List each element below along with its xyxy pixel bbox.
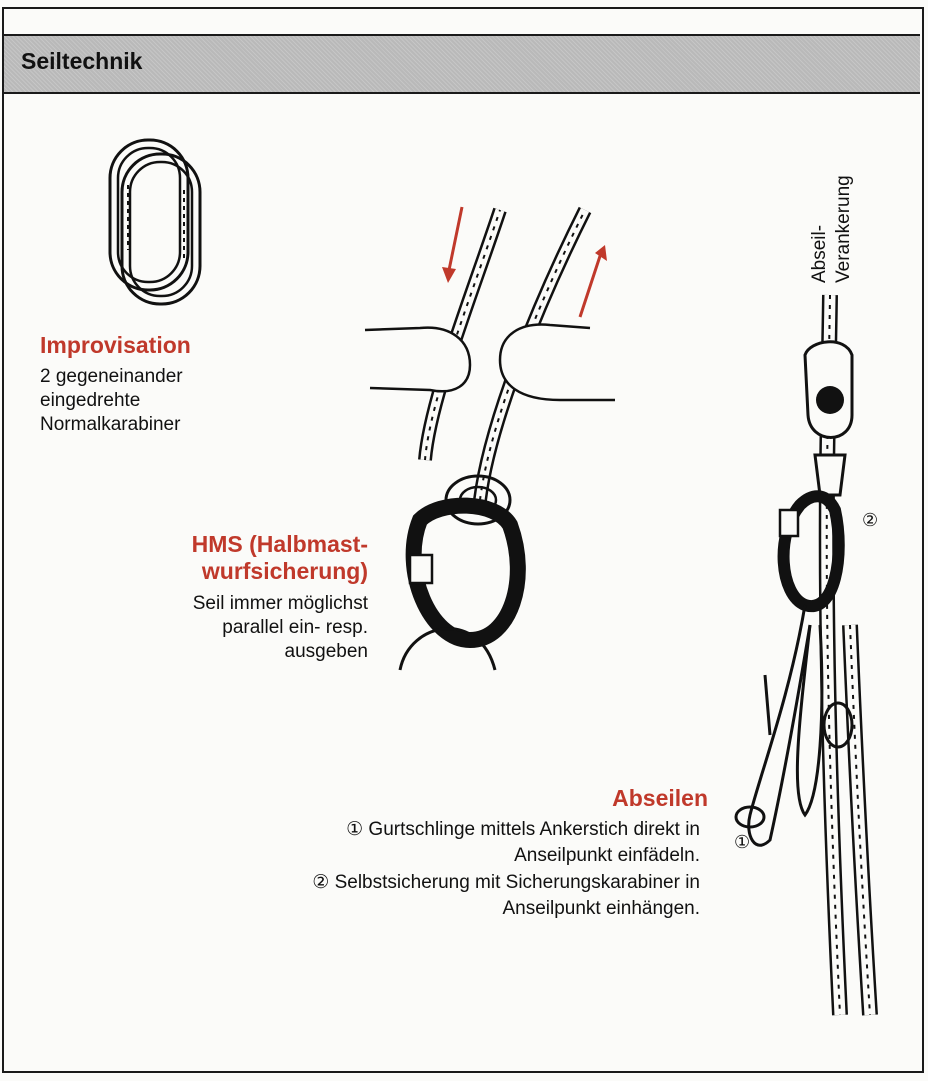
hms-line-1: Seil immer möglichst [193, 592, 368, 616]
improvisation-heading: Improvisation [40, 332, 191, 359]
hms-heading-line-2: wurfsicherung) [202, 558, 368, 585]
marker-one: ① [734, 832, 750, 853]
improvisation-line-3: Normalkarabiner [40, 413, 180, 437]
anchor-label-line-2: Verankerung [832, 175, 855, 283]
improvisation-line-1: 2 gegeneinander [40, 365, 183, 389]
hms-line-2: parallel ein- resp. [222, 616, 368, 640]
abseilen-line-1: ① Gurtschlinge mittels Ankerstich direkt… [346, 818, 700, 842]
carabiner-pair-icon [100, 130, 210, 310]
hms-line-3: ausgeben [285, 640, 368, 664]
improvisation-line-2: eingedrehte [40, 389, 140, 413]
section-header: Seiltechnik [4, 34, 920, 94]
anchor-label-line-1: Abseil- [808, 225, 831, 283]
abseil-anchor-icon [720, 295, 910, 1015]
hms-heading-line-1: HMS (Halbmast- [192, 531, 368, 558]
arrow-down-icon [440, 205, 470, 285]
abseilen-line-4: Anseilpunkt einhängen. [502, 897, 700, 921]
section-title: Seiltechnik [21, 48, 142, 75]
arrow-up-icon [575, 245, 610, 320]
abseilen-heading: Abseilen [612, 785, 708, 812]
abseilen-line-2: Anseilpunkt einfädeln. [514, 844, 700, 868]
marker-two: ② [862, 510, 878, 531]
abseilen-line-3: ② Selbstsicherung mit Sicherungskarabine… [312, 871, 700, 895]
